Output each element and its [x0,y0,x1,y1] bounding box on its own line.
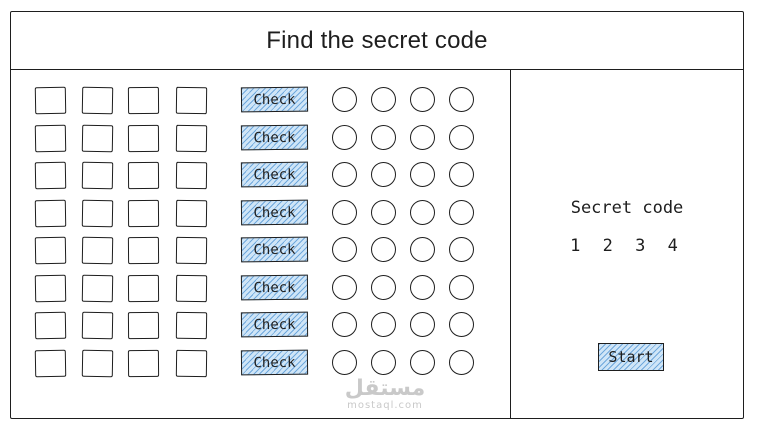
page-title: Find the secret code [266,26,488,54]
feedback-peg [332,87,357,112]
guess-slot[interactable] [127,236,160,265]
feedback-peg [410,312,435,337]
guess-slot[interactable] [127,311,160,340]
guess-slot[interactable] [127,161,160,190]
guess-slot[interactable] [175,311,208,340]
guess-slot[interactable] [127,124,160,152]
guess-slot[interactable] [127,349,160,377]
guess-slot[interactable] [81,124,114,152]
secret-code-label: Secret code [570,198,684,218]
feedback-peg [371,87,396,112]
guess-slot[interactable] [81,161,114,190]
guess-slot[interactable] [81,274,114,302]
check-button[interactable]: Check [240,86,309,113]
feedback-peg [410,237,435,262]
guess-slot[interactable] [34,349,67,377]
guess-slot[interactable] [34,86,67,115]
feedback-peg [449,274,474,300]
guess-row: Check [31,161,491,200]
feedback-peg [371,349,396,375]
check-button[interactable]: Check [240,161,309,188]
check-button[interactable]: Check [240,199,309,225]
feedback-peg [449,87,474,112]
feedback-peg [371,274,396,300]
guess-slot[interactable] [127,274,160,302]
guess-slot[interactable] [34,161,67,190]
guess-slot[interactable] [81,199,114,227]
check-button[interactable]: Check [240,311,309,338]
feedback-peg [449,124,474,150]
check-button[interactable]: Check [240,349,309,375]
start-button[interactable]: Start [598,343,664,371]
feedback-peg [410,274,435,300]
feedback-peg [410,349,435,375]
feedback-peg [332,349,357,375]
guess-row: Check [31,199,491,238]
feedback-peg [371,199,396,225]
side-panel: Secret code 1 2 3 4 Start [511,70,743,418]
guess-slot[interactable] [175,349,208,377]
feedback-peg [449,237,474,262]
guess-slot[interactable] [81,86,114,115]
feedback-peg [371,237,396,262]
feedback-peg [410,124,435,150]
feedback-peg [449,162,474,187]
feedback-peg [410,87,435,112]
feedback-peg [332,162,357,187]
feedback-peg [371,162,396,187]
check-button[interactable]: Check [240,236,309,263]
feedback-peg [332,274,357,300]
guess-slot[interactable] [175,274,208,302]
guess-slot[interactable] [127,199,160,227]
feedback-peg [410,199,435,225]
guess-row: Check [31,311,491,350]
guess-slot[interactable] [175,236,208,265]
guess-slot[interactable] [34,274,67,302]
feedback-peg [449,312,474,337]
title-bar: Find the secret code [11,12,743,70]
guess-slot[interactable] [34,236,67,265]
guess-slot[interactable] [127,86,160,115]
feedback-peg [332,199,357,225]
feedback-peg [332,312,357,337]
guess-slot[interactable] [81,236,114,265]
feedback-peg [332,237,357,262]
guess-slot[interactable] [175,199,208,227]
guess-slot[interactable] [175,86,208,115]
check-button[interactable]: Check [240,124,309,150]
feedback-peg [332,124,357,150]
guess-row: Check [31,124,491,163]
feedback-peg [449,199,474,225]
guess-slot[interactable] [34,124,67,152]
guess-row: Check [31,236,491,275]
guess-slot[interactable] [175,161,208,190]
panel-divider [510,69,511,419]
feedback-peg [410,162,435,187]
guess-slot[interactable] [175,124,208,152]
secret-code-value: 1 2 3 4 [570,236,684,256]
check-button[interactable]: Check [240,274,309,300]
guess-slot[interactable] [81,311,114,340]
guess-slot[interactable] [34,311,67,340]
feedback-peg [449,349,474,375]
guess-row: Check [31,86,491,125]
guess-row: Check [31,274,491,313]
feedback-peg [371,312,396,337]
guess-slot[interactable] [81,349,114,377]
guess-slot[interactable] [34,199,67,227]
feedback-peg [371,124,396,150]
guess-row: Check [31,349,491,388]
